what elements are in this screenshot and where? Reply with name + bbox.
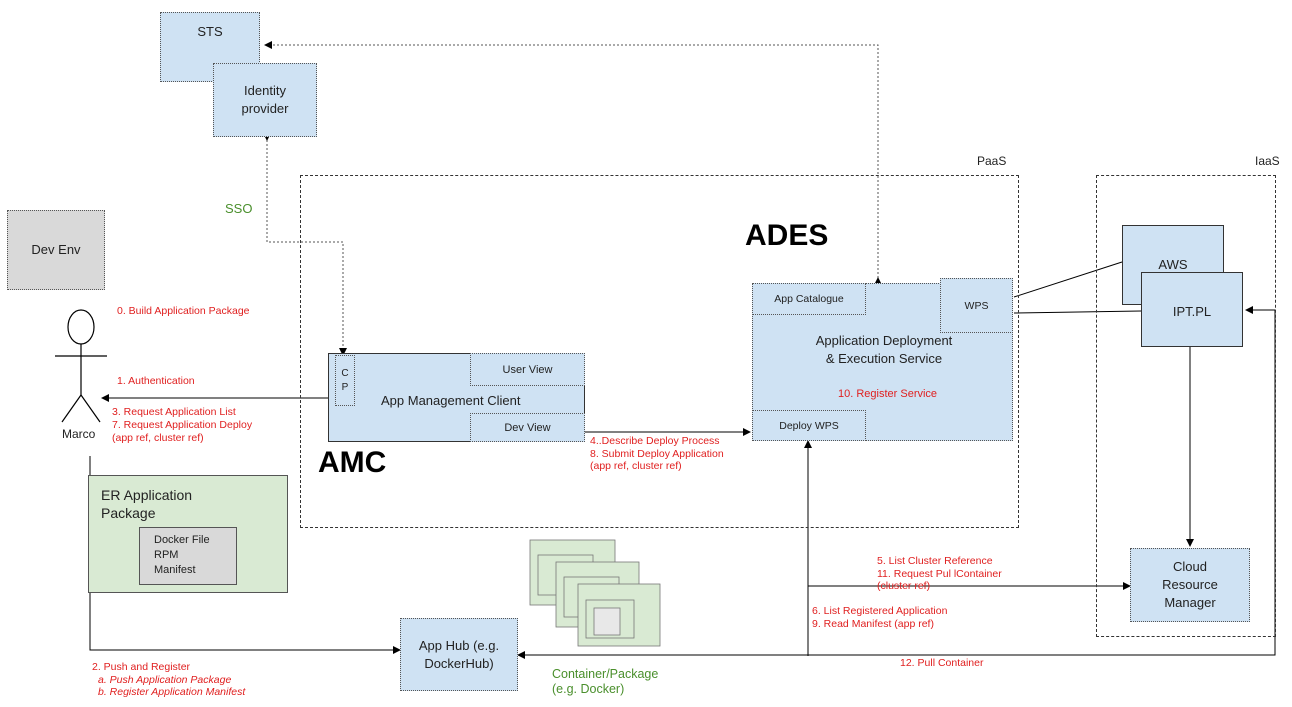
iaas-zone xyxy=(1096,175,1276,637)
request-deploy-label: 7. Request Application Deploy (app ref, … xyxy=(112,419,253,444)
er-package-contents: Docker File RPM Manifest xyxy=(139,527,237,585)
paas-label: PaaS xyxy=(977,154,1007,168)
build-label: 0. Build Application Package xyxy=(117,305,250,317)
actor-name: Marco xyxy=(62,427,96,441)
sts-label: STS xyxy=(197,24,223,39)
cloud-resource-manager-label: Cloud Resource Manager xyxy=(1162,559,1218,610)
paas-zone xyxy=(300,175,1019,528)
ipt-pl-label: IPT.PL xyxy=(1172,304,1212,319)
app-catalogue-label: App Catalogue xyxy=(774,293,844,305)
app-hub-label: App Hub (e.g. DockerHub) xyxy=(418,637,500,671)
list-registered-label: 6. List Registered Application 9. Read M… xyxy=(812,605,948,630)
wps-box[interactable]: WPS xyxy=(940,278,1013,333)
describe-deploy-label: 4..Describe Deploy Process 8. Submit Dep… xyxy=(590,435,724,472)
identity-provider-label: Identity provider xyxy=(241,83,289,116)
er-package-item: Docker File xyxy=(154,534,210,546)
app-hub-box[interactable]: App Hub (e.g. DockerHub) xyxy=(400,618,518,691)
actor-figure xyxy=(55,309,107,423)
container-package-label: Container/Package (e.g. Docker) xyxy=(552,667,659,696)
dev-env-box[interactable]: Dev Env xyxy=(7,210,105,290)
ades-service-label: Application Deployment & Execution Servi… xyxy=(815,333,953,366)
pull-container-label: 12. Pull Container xyxy=(900,657,984,669)
wps-label: WPS xyxy=(964,299,989,312)
cp-label: C P xyxy=(341,367,349,393)
push-register-label: 2. Push and Register a. Push Application… xyxy=(92,661,246,698)
amc-title: AMC xyxy=(318,446,387,479)
iaas-label: IaaS xyxy=(1255,154,1280,168)
dev-env-label: Dev Env xyxy=(31,242,81,257)
user-view-box[interactable]: User View xyxy=(470,353,585,386)
list-cluster-label: 5. List Cluster Reference 11. Request Pu… xyxy=(877,555,1002,592)
er-package-item: RPM xyxy=(154,549,179,561)
app-catalogue-box[interactable]: App Catalogue xyxy=(752,283,866,315)
deploy-wps-box[interactable]: Deploy WPS xyxy=(752,410,866,441)
cp-box[interactable]: C P xyxy=(335,355,355,406)
identity-provider-box[interactable]: Identity provider xyxy=(213,63,317,137)
app-management-client-label: App Management Client xyxy=(381,393,521,408)
request-list-label: 3. Request Application List xyxy=(112,406,236,418)
app-management-client-box[interactable]: App Management Client xyxy=(328,353,585,442)
cloud-resource-manager-box[interactable]: Cloud Resource Manager xyxy=(1130,548,1250,622)
dev-view-label: Dev View xyxy=(504,421,551,434)
ades-title: ADES xyxy=(745,219,829,252)
aws-label: AWS xyxy=(1158,257,1188,272)
package-stack-icon xyxy=(529,539,661,647)
dev-view-box[interactable]: Dev View xyxy=(470,413,585,442)
er-package-title: ER Application Package xyxy=(101,487,193,521)
deploy-wps-label: Deploy WPS xyxy=(779,419,839,432)
user-view-label: User View xyxy=(502,363,553,376)
ipt-pl-box[interactable]: IPT.PL xyxy=(1141,272,1243,347)
register-service-label: 10. Register Service xyxy=(838,388,938,400)
er-package-item: Manifest xyxy=(154,564,196,576)
er-package-box[interactable]: ER Application Package Docker File RPM M… xyxy=(88,475,288,593)
auth-label: 1. Authentication xyxy=(117,375,195,387)
sso-label: SSO xyxy=(225,201,253,216)
